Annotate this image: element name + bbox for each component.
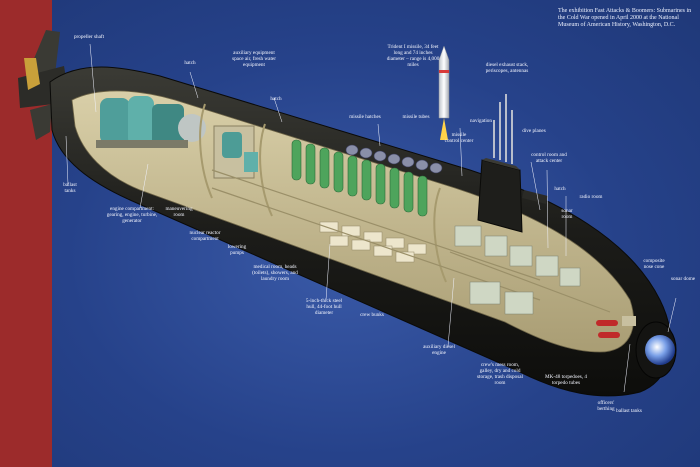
crew-decks — [319, 221, 427, 263]
label-control-room: control room and attack center — [531, 152, 567, 164]
leader-lines — [65, 43, 677, 393]
trident-missile — [438, 45, 450, 140]
label-hatch-fwd: hatch — [554, 186, 566, 192]
label-propeller-shaft: propeller shaft — [73, 34, 105, 40]
label-officers-berthing: officers' berthing — [597, 400, 615, 412]
label-missile-control: missile control center — [444, 132, 474, 144]
label-hull: 5-inch-thick steel hull, 44-foot hull di… — [305, 298, 343, 316]
forward-compartments — [454, 225, 581, 315]
label-missile-tubes: missile tubes — [402, 114, 430, 120]
label-ballast-tanks-aft: ballast tanks — [63, 182, 77, 194]
missile-hatches — [345, 144, 443, 174]
deck-lines — [211, 169, 611, 313]
exhibition-caption: The exhibition Fast Attacks & Boomers: S… — [558, 8, 692, 28]
label-sonar-dome: sonar dome — [670, 276, 696, 282]
label-diesel-exhaust: diesel exhaust stack, periscopes, antenn… — [485, 62, 529, 74]
missile-tubes — [291, 139, 428, 217]
sail — [477, 158, 548, 233]
label-missile-hatches: missile hatches — [349, 114, 381, 120]
engine-machinery — [96, 96, 206, 148]
label-trident-missile: Trident I missile, 34 feet long and 74 i… — [386, 44, 440, 68]
label-hatch-aft: hatch — [184, 60, 196, 66]
bow — [622, 316, 677, 379]
label-radio-room: radio room — [579, 194, 603, 200]
label-hatch-mid: hatch — [270, 96, 282, 102]
label-aux-diesel: auxiliary diesel engine — [423, 344, 455, 356]
label-maneuvering-room: maneuvering room — [165, 206, 193, 218]
label-engine-compartment: engine compartment: gearing, engine, tur… — [106, 206, 158, 224]
label-ballast-tanks-fwd: ballast tanks — [616, 408, 642, 414]
torpedo-tubes — [596, 320, 620, 338]
label-torpedoes: MK-48 torpedoes, 4 torpedo tubes — [545, 374, 587, 386]
label-navigation: navigation — [470, 118, 492, 124]
label-crew-bunks: crew bunks — [360, 312, 384, 318]
label-lowering-pumps: lowering pumps — [227, 244, 247, 256]
label-auxiliary-equipment: auxiliary equipment space air, fresh wat… — [232, 50, 276, 68]
label-composite-nose: composite nose cone — [643, 258, 665, 270]
label-nuclear-reactor: nuclear reactor compartment — [189, 230, 221, 242]
reactor-compartment — [213, 125, 258, 179]
label-medical-room: medical room, heads (toilets), showers, … — [252, 264, 298, 282]
label-crews-mess: crew's mess room, galley, dry and cold s… — [477, 362, 523, 386]
label-dive-planes: dive planes — [522, 128, 546, 134]
periscopes — [493, 94, 513, 164]
label-sonar-room: sonar room — [561, 208, 573, 220]
